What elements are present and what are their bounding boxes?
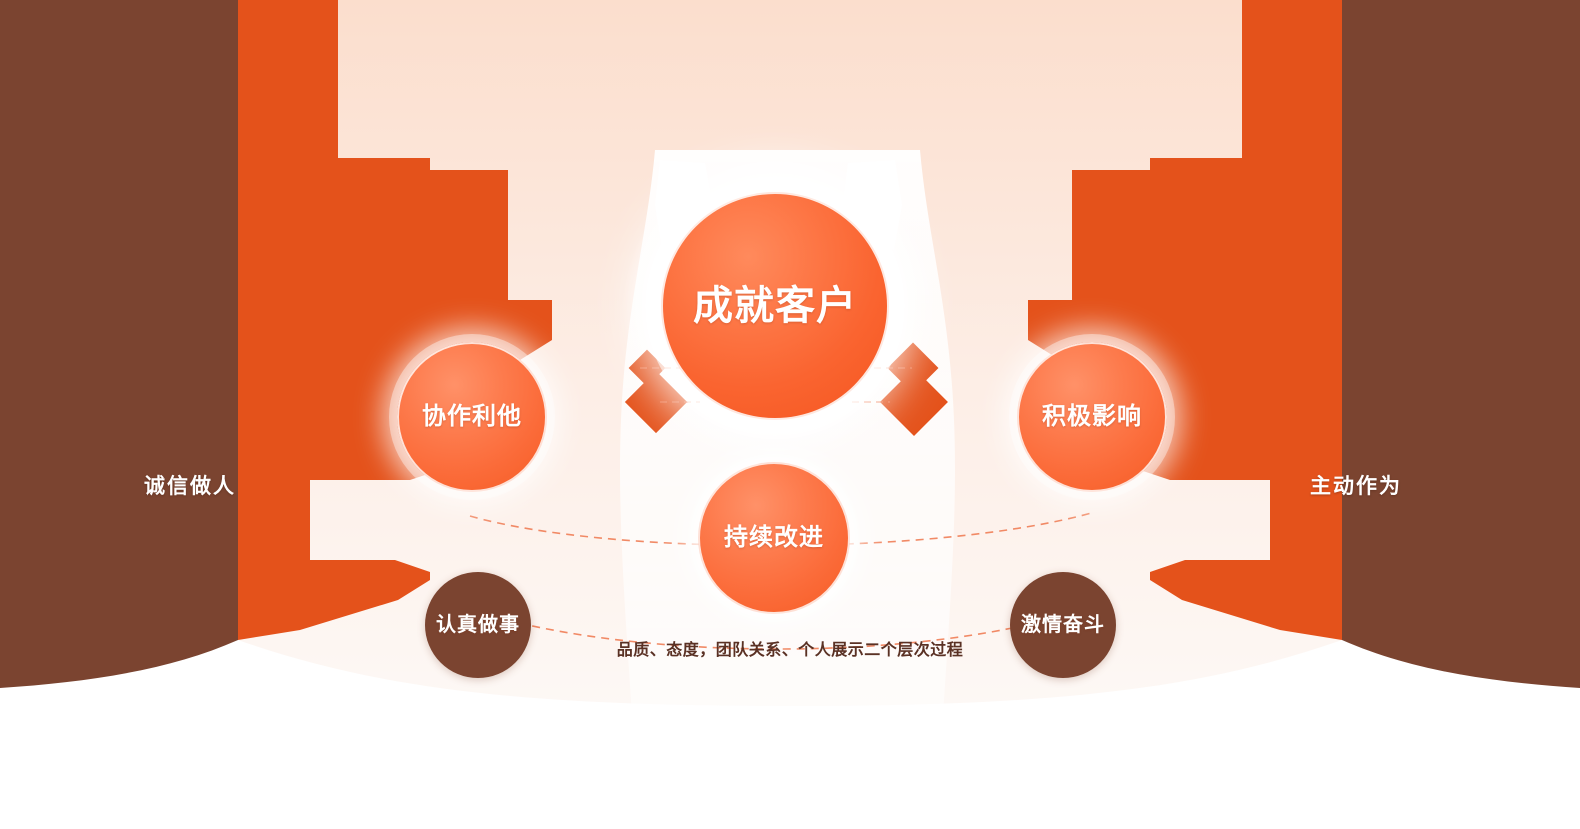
side-label-integrity: 诚信做人 bbox=[144, 475, 236, 498]
node-passionate-struggle[interactable]: 激情奋斗 bbox=[1010, 572, 1116, 678]
left-brown-panel bbox=[0, 0, 238, 688]
node-work-diligently-label: 认真做事 bbox=[436, 614, 520, 636]
left-orange-shape bbox=[238, 0, 552, 640]
diamond-large-right bbox=[880, 368, 948, 436]
node-work-diligently[interactable]: 认真做事 bbox=[425, 572, 531, 678]
diamond-cluster-right bbox=[880, 342, 948, 436]
right-orange-shape bbox=[1028, 0, 1342, 640]
node-collaborate-altruism[interactable]: 协作利他 bbox=[397, 342, 547, 492]
node-continuous-improvement[interactable]: 持续改进 bbox=[698, 462, 850, 614]
node-positive-influence-label: 积极影响 bbox=[1042, 402, 1142, 430]
node-continuous-improvement-label: 持续改进 bbox=[724, 523, 824, 551]
node-passionate-struggle-label: 激情奋斗 bbox=[1021, 614, 1105, 636]
diamond-large-left bbox=[624, 370, 688, 434]
bottom-caption: 品质、态度，团队关系、个人展示二个层次过程 bbox=[616, 642, 964, 659]
right-brown-panel bbox=[1342, 0, 1580, 688]
node-collaborate-altruism-label: 协作利他 bbox=[422, 402, 522, 430]
node-positive-influence[interactable]: 积极影响 bbox=[1017, 342, 1167, 492]
node-hub-label: 成就客户 bbox=[693, 284, 857, 328]
dashed-arc-lower bbox=[477, 607, 1089, 650]
side-label-initiative: 主动作为 bbox=[1310, 475, 1402, 498]
node-hub-achieve-customers[interactable]: 成就客户 bbox=[661, 192, 889, 420]
